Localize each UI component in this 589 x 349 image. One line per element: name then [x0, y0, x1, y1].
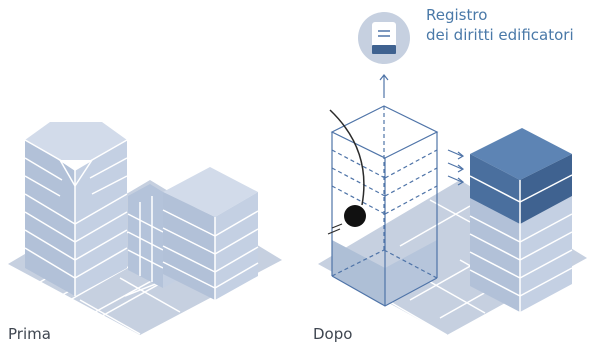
- transfer-arrows-icon: [447, 149, 465, 186]
- before-tall-block: [24, 122, 128, 296]
- demolished-footprint: [332, 240, 385, 306]
- before-right-block: [162, 167, 259, 300]
- register-title-line1: Registro: [426, 6, 488, 24]
- register-title-line2: dei diritti edificatori: [426, 26, 574, 44]
- book-icon: [358, 12, 410, 64]
- receiving-building: [469, 128, 573, 312]
- ghost-building-outline: [330, 105, 439, 307]
- after-scene: [318, 12, 587, 336]
- up-arrow-icon: [379, 74, 389, 98]
- before-label: Prima: [8, 325, 51, 343]
- after-label: Dopo: [313, 325, 353, 343]
- before-scene: [8, 122, 282, 335]
- wrecking-ball-icon: [327, 109, 366, 235]
- added-floors: [470, 128, 572, 180]
